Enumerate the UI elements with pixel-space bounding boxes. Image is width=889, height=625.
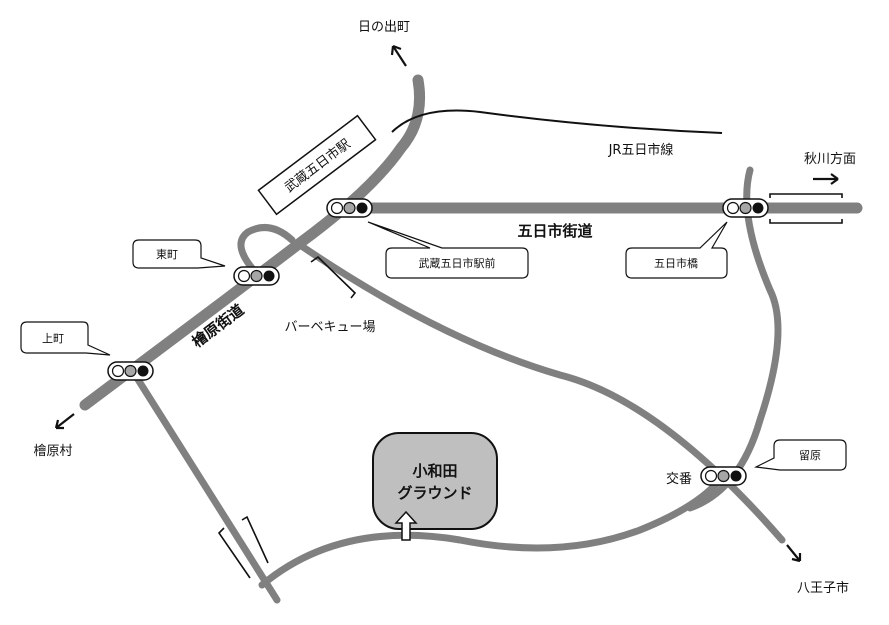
- label-koban: 交番: [666, 471, 692, 487]
- road-south-west: [128, 366, 281, 604]
- arrow-hachioji-icon: [786, 544, 802, 563]
- callout-higashimachi-label: 東町: [156, 248, 178, 261]
- label-jr-line: JR五日市線: [608, 142, 674, 158]
- road-ground: [258, 478, 722, 589]
- arrow-akikawa-icon: [813, 173, 839, 185]
- callout-itsukaichi-bashi-label: 五日市橋: [654, 256, 698, 270]
- label-hinodemachi: 日の出町: [358, 20, 410, 35]
- arrow-hinodemachi-icon: [390, 44, 407, 67]
- signal-higashimachi-icon: [233, 266, 280, 286]
- bridge-south: [217, 515, 269, 579]
- callout-tomehara-label: 留原: [799, 449, 821, 462]
- ground-label-line1: 小和田: [412, 462, 457, 480]
- signal-kamimachi-icon: [107, 361, 154, 381]
- label-hachioji: 八王子市: [797, 580, 849, 596]
- road-hinohara-kaido: [79, 74, 426, 411]
- bridge-bbq: [310, 255, 357, 299]
- callout-higashimachi: 東町: [132, 239, 226, 269]
- label-akikawa: 秋川方面: [804, 151, 856, 167]
- signal-station-front-icon: [326, 198, 373, 218]
- ground-entrance-arrow: [394, 510, 418, 541]
- road-higashimachi-loop: [237, 224, 296, 279]
- label-itsukaichi-kaido: 五日市街道: [517, 222, 592, 240]
- signal-itsukaichi-bashi-icon: [722, 198, 769, 218]
- signal-tomehara-icon: [700, 466, 747, 486]
- callout-station-front: 武蔵五日市駅前: [367, 221, 529, 279]
- ground-label-line2: グラウンド: [397, 484, 472, 502]
- jr-itsukaichi-line: [391, 109, 723, 134]
- callout-kamimachi: 上町: [20, 321, 111, 356]
- bridge-akikawa: [769, 193, 843, 224]
- callout-station-front-label: 武蔵五日市駅前: [419, 256, 496, 270]
- road-bbq: [296, 241, 786, 544]
- label-bbq: バーベキュー場: [284, 320, 375, 335]
- callout-tomehara: 留原: [753, 439, 847, 471]
- ground-area: [372, 432, 498, 530]
- callout-itsukaichi-bashi: 五日市橋: [625, 221, 728, 279]
- arrow-hinoharamura-icon: [54, 413, 75, 430]
- callout-kamimachi-label: 上町: [42, 332, 64, 345]
- label-hinoharamura: 檜原村: [33, 443, 72, 459]
